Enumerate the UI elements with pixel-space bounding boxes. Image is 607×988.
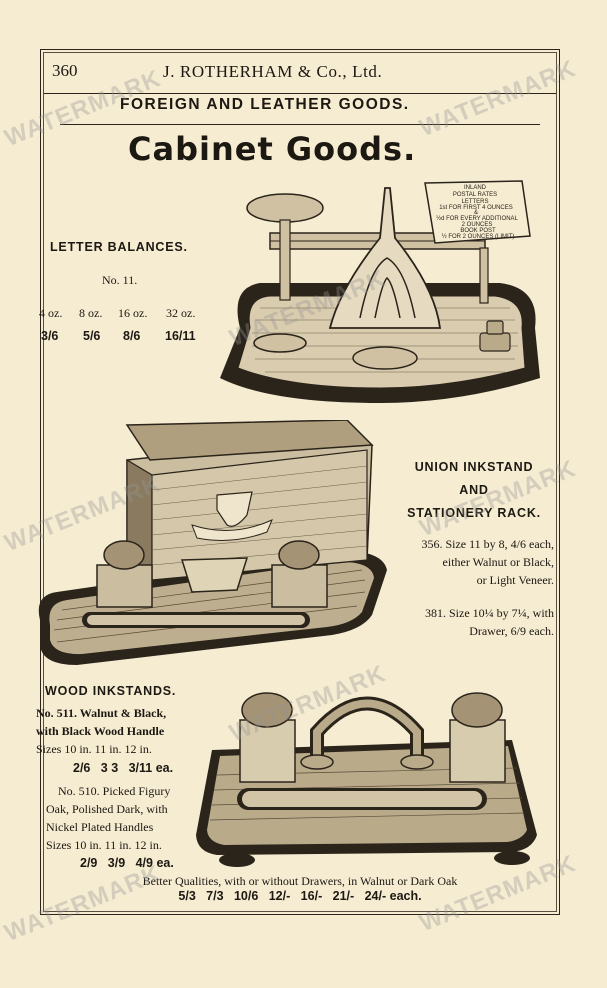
weight-8oz: 8 oz. xyxy=(79,306,103,320)
footer-line-1: Better Qualities, with or without Drawer… xyxy=(142,874,458,888)
union-inkstand-heading-3: STATIONERY RACK. xyxy=(407,506,541,520)
no511-sizes: Sizes 10 in. 11 in. 12 in. xyxy=(36,742,152,756)
union-inkstand-heading-2: AND xyxy=(459,483,489,497)
page-number: 360 xyxy=(52,61,78,80)
card-line-3: LETTERS xyxy=(461,199,488,205)
page-title: Cabinet Goods. xyxy=(128,130,417,168)
card-line-9: ½ FOR 2 OUNCES (LIMIT) xyxy=(442,233,515,240)
page-border-inner xyxy=(43,52,557,912)
card-line-2: POSTAL RATES xyxy=(453,192,497,198)
price-4oz: 3/6 xyxy=(41,329,59,343)
header-rule xyxy=(44,93,556,94)
page-border xyxy=(40,49,560,915)
card-line-7: 2 OUNCES xyxy=(462,222,493,228)
union-inkstand-illustration xyxy=(38,420,388,665)
section-rule xyxy=(60,124,540,125)
weight-32oz: 32 oz. xyxy=(166,306,196,320)
union-inkstand-heading-1: UNION INKSTAND xyxy=(414,460,534,474)
letter-balances-heading: LETTER BALANCES. xyxy=(50,240,188,254)
no510-prices: 2/9 3/9 4/9 ea. xyxy=(80,856,174,870)
letter-balances-number: No. 11. xyxy=(102,273,138,287)
no510-sizes: Sizes 10 in. 11 in. 12 in. xyxy=(46,838,162,852)
wood-inkstand-illustration xyxy=(196,692,537,867)
card-line-6: ½d FOR EVERY ADDITIONAL xyxy=(436,215,518,222)
no510-line-1: No. 510. Picked Figury xyxy=(58,784,171,798)
card-line-5: & xyxy=(474,210,478,216)
union-356-line-1: 356. Size 11 by 8, 4/6 each, xyxy=(421,537,554,551)
card-line-4: 1st FOR FIRST 4 OUNCES xyxy=(439,205,513,211)
card-line-1: INLAND xyxy=(464,185,487,191)
union-381-line-1: 381. Size 10¼ by 7¼, with xyxy=(425,606,554,620)
letter-balance-illustration: INLAND POSTAL RATES LETTERS 1st FOR FIRS… xyxy=(220,180,540,403)
section-title: FOREIGN AND LEATHER GOODS. xyxy=(120,96,410,113)
union-381-line-2: Drawer, 6/9 each. xyxy=(469,624,554,638)
no511-line-2: with Black Wood Handle xyxy=(36,724,165,738)
price-32oz: 16/11 xyxy=(165,329,196,343)
union-356-line-2: either Walnut or Black, xyxy=(442,555,554,569)
no511-prices: 2/6 3 3 3/11 ea. xyxy=(73,761,174,775)
no511-line-1: No. 511. Walnut & Black, xyxy=(36,706,167,720)
weight-4oz: 4 oz. xyxy=(39,306,63,320)
price-8oz: 5/6 xyxy=(83,329,101,343)
weight-16oz: 16 oz. xyxy=(118,306,148,320)
no510-line-3: Nickel Plated Handles xyxy=(46,820,154,834)
wood-inkstands-heading: WOOD INKSTANDS. xyxy=(45,684,177,698)
price-16oz: 8/6 xyxy=(123,329,141,343)
firm-name: J. ROTHERHAM & Co., Ltd. xyxy=(163,62,383,81)
footer-line-2: 5/3 7/3 10/6 12/- 16/- 21/- 24/- each. xyxy=(178,889,422,903)
union-356-line-3: or Light Veneer. xyxy=(476,573,554,587)
card-line-8: BOOK POST xyxy=(460,228,496,234)
no510-line-2: Oak, Polished Dark, with xyxy=(46,802,168,816)
